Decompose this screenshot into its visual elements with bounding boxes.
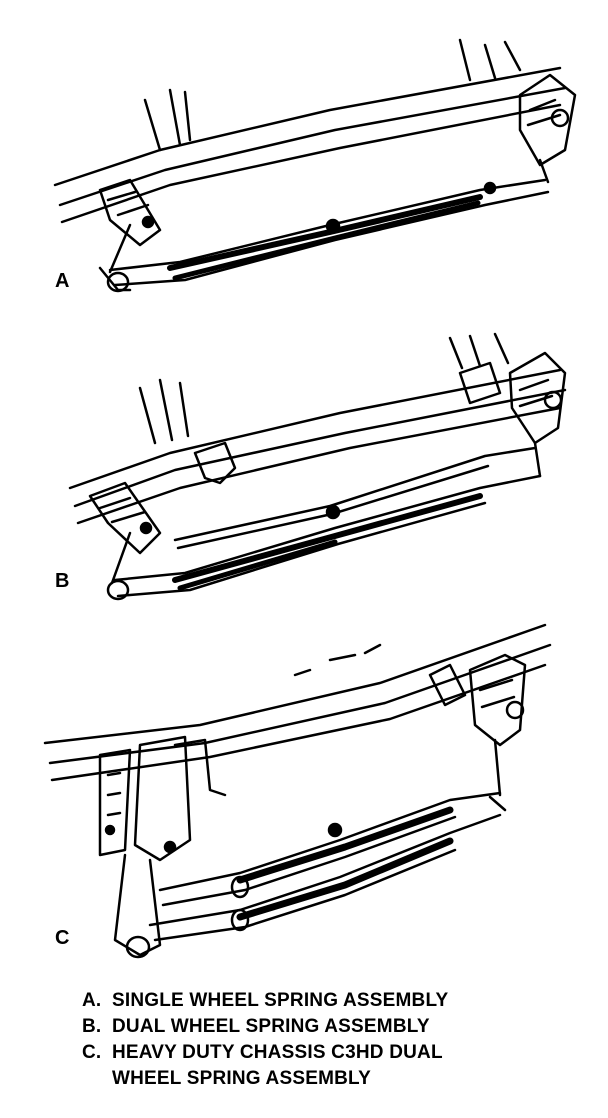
frame-rail bbox=[43, 623, 547, 745]
helper-spring-leaf bbox=[173, 446, 537, 542]
legend-item-a: A. SINGLE WHEEL SPRING ASSEMBLY bbox=[82, 988, 602, 1014]
front-hanger bbox=[88, 481, 162, 555]
panel-label-b: B bbox=[55, 570, 70, 592]
figure-legend: A. SINGLE WHEEL SPRING ASSEMBLY B. DUAL … bbox=[82, 988, 602, 1092]
upper-leaf-spring bbox=[158, 791, 502, 892]
front-hanger bbox=[98, 748, 132, 857]
front-hanger bbox=[98, 178, 162, 247]
heavy-duty-spring-drawing bbox=[43, 623, 552, 959]
frame-rail bbox=[68, 368, 562, 490]
legend-text: HEAVY DUTY CHASSIS C3HD DUAL bbox=[112, 1042, 443, 1063]
single-wheel-spring-drawing bbox=[53, 38, 577, 293]
frame-rail bbox=[53, 66, 562, 187]
legend-letter: C. bbox=[82, 1042, 102, 1063]
rear-shackle bbox=[468, 653, 527, 747]
legend-letter: B. bbox=[82, 1016, 102, 1037]
rear-shackle bbox=[508, 351, 567, 445]
rear-shackle bbox=[518, 73, 577, 167]
legend-item-c-continued: WHEEL SPRING ASSEMBLY bbox=[112, 1068, 371, 1089]
panel-label-a: A bbox=[55, 270, 70, 292]
panel-a-single-wheel-spring: A bbox=[0, 0, 608, 320]
legend-item-c: C. HEAVY DUTY CHASSIS C3HD DUAL bbox=[82, 1040, 602, 1066]
legend-text: DUAL WHEEL SPRING ASSEMBLY bbox=[112, 1016, 430, 1037]
helper-spring-hanger bbox=[193, 441, 237, 485]
lower-leaf-spring bbox=[148, 813, 502, 927]
dual-wheel-spring-drawing bbox=[68, 332, 567, 601]
legend-item-b: B. DUAL WHEEL SPRING ASSEMBLY bbox=[82, 1014, 602, 1040]
panel-b-dual-wheel-spring: B bbox=[0, 318, 608, 618]
legend-text: SINGLE WHEEL SPRING ASSEMBLY bbox=[112, 990, 449, 1011]
legend-letter: A. bbox=[82, 990, 102, 1011]
main-leaf-spring bbox=[113, 474, 542, 582]
panel-c-heavy-duty-dual-wheel-spring: C bbox=[0, 615, 608, 975]
panel-label-c: C bbox=[55, 927, 70, 949]
